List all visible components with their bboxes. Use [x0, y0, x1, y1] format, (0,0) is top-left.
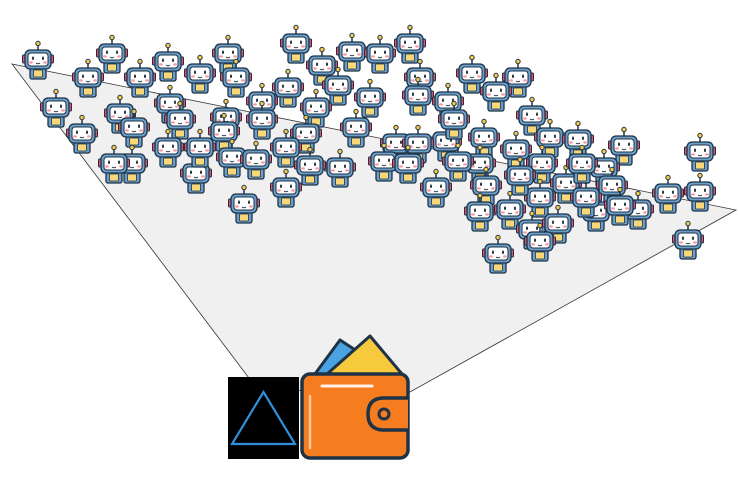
triangle-logo-icon: [228, 377, 299, 459]
robot-icon: [683, 132, 717, 172]
robot-icon: [299, 88, 333, 128]
robot-icon: [561, 120, 595, 160]
robot-icon: [335, 32, 369, 72]
robot-icon: [211, 34, 245, 74]
robot-icon: [353, 78, 387, 118]
robot-icon: [183, 54, 217, 94]
robot-icon: [363, 34, 397, 74]
robot-icon: [151, 42, 185, 82]
robot-icon: [279, 24, 313, 64]
robot-icon: [95, 34, 129, 74]
robot-icon: [467, 118, 501, 158]
wallet-icon: [300, 334, 410, 460]
robot-icon: [393, 24, 427, 64]
